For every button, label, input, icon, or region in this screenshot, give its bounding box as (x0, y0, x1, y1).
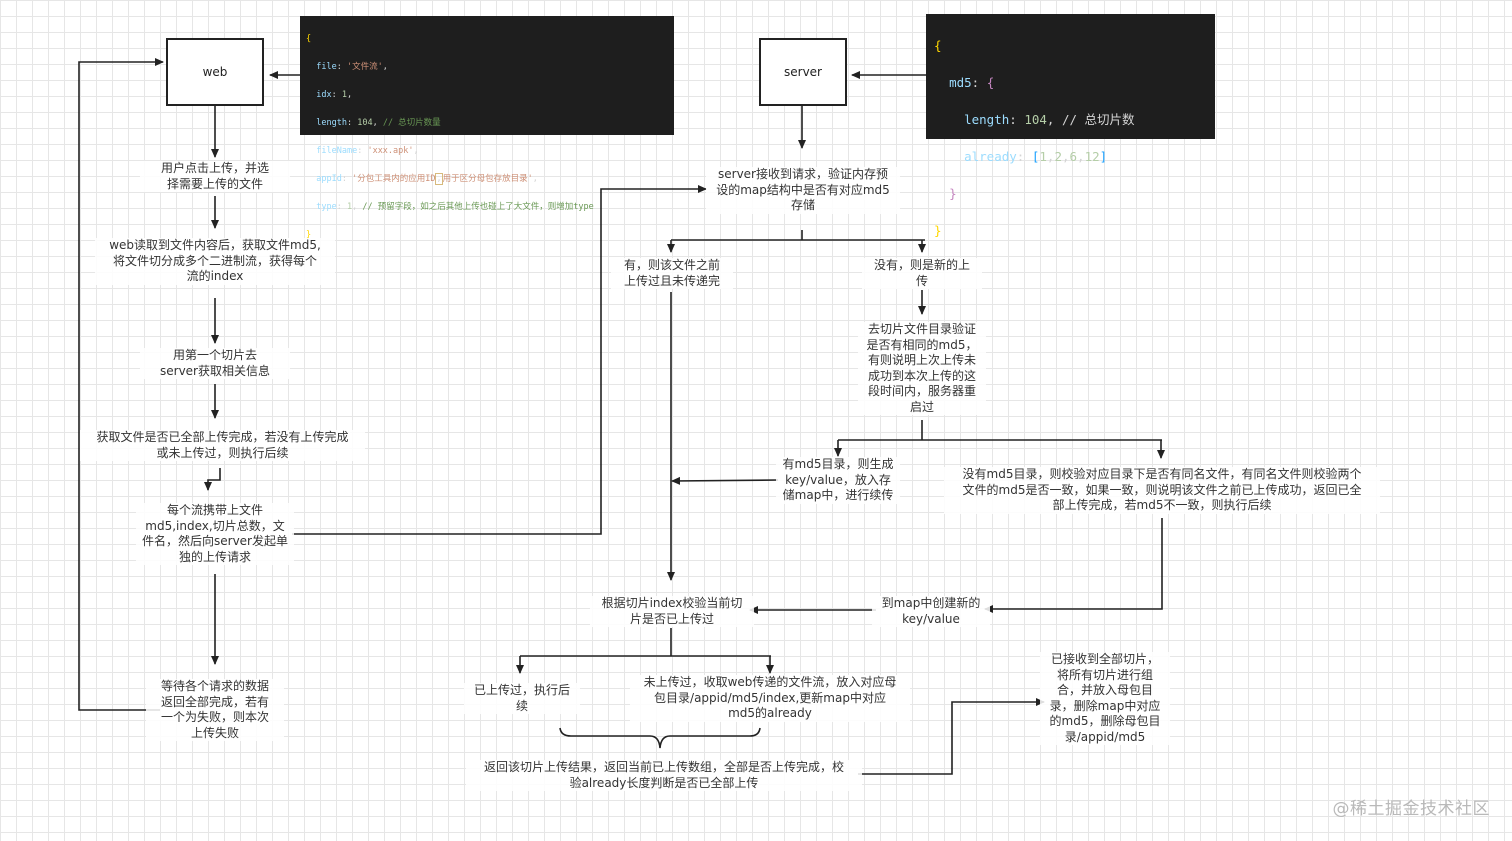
code-server-already-val: 6 (1069, 148, 1078, 164)
branch-new: 没有，则是新的上 传 (862, 258, 982, 289)
arrow-result-to-merge (858, 698, 1045, 775)
server-node-label: server (784, 65, 822, 79)
code-server-already-val: 1 (1039, 148, 1047, 164)
code-web-length-key: length (316, 118, 347, 128)
create-kv: 到map中创建新的 key/value (872, 596, 990, 627)
code-web-type-val: 1 (346, 202, 353, 212)
arrow-check-to-send (204, 468, 221, 491)
step-first-chunk: 用第一个切片去 server获取相关信息 (140, 348, 290, 379)
check-dir: 去切片文件目录验证 是否有相同的md5， 有则说明上次上传未 成功到本次上传的这… (858, 322, 986, 415)
code-server-length-key: length (964, 111, 1010, 127)
has-md5-dir: 有md5目录，则生成 key/value，放入存 储map中，进行续传 (776, 457, 900, 504)
merge: 已接收到全部切片， 将所有切片进行组 合，并放入母包目 录，删除map中对应 的… (1040, 652, 1170, 745)
no-md5-dir: 没有md5目录，则校验对应目录下是否有同名文件，有同名文件则校验两个 文件的md… (944, 467, 1380, 514)
code-server-inner-close: } (949, 185, 957, 201)
not-uploaded: 未上传过，收取web传递的文件流，放入对应母 包目录/appid/md5/ind… (630, 675, 910, 722)
code-server-already-val: 12 (1084, 148, 1100, 164)
return-result: 返回该切片上传结果，返回当前已上传数组，全部是否上传完成，校 验already长… (466, 760, 862, 791)
arrow-wait-to-web (78, 58, 164, 711)
web-request-params-code: { file: '文件流', idx: 1, length: 104, // 总… (300, 16, 674, 240)
code-web-appid-val-a: '分包工具内的应用ID (352, 174, 436, 184)
server-node: server (759, 38, 847, 106)
code-server-open-brace: { (934, 37, 942, 53)
code-web-length-comment: // 总切片数量 (382, 118, 441, 128)
arrow-no-md5-to-create (984, 518, 1163, 613)
uploaded: 已上传过，执行后 续 (464, 683, 580, 714)
server-check-map: server接收到请求，验证内存预 设的map结构中是否有对应md5 存储 (706, 167, 900, 214)
branch-exists: 有，则该文件之前 上传过且未传递完 (611, 258, 733, 289)
code-web-type-comment: // 预留字段，如之后其他上传也碰上了大文件，则增加type (362, 202, 594, 212)
step-select-file: 用户点击上传，并选 择需要上传的文件 (140, 161, 290, 192)
check-index: 根据切片index校验当前切 片是否已上传过 (590, 596, 754, 627)
code-web-file-key: file (316, 62, 337, 72)
code-web-filename-key: fileName (316, 146, 358, 156)
code-web-close-brace: } (306, 230, 312, 240)
code-web-idx-key: idx (316, 90, 332, 100)
code-server-md5-key: md5 (949, 74, 972, 90)
code-web-file-val: '文件流' (346, 62, 383, 72)
code-server-already-val: 2 (1054, 148, 1062, 164)
step-send-chunks: 每个流携带上文件 md5,index,切片总数，文 件名，然后向server发起… (136, 503, 294, 565)
watermark: @稀土掘金技术社区 (1332, 799, 1490, 819)
web-node-label: web (202, 65, 228, 79)
step-read-md5: web读取到文件内容后，获取文件md5, 将文件切分成多个二进制流，获得每个 流… (95, 238, 335, 285)
code-web-open-brace: { (306, 34, 312, 44)
code-web-type-key: type (316, 202, 337, 212)
web-node: web (166, 38, 264, 106)
code-web-filename-val: 'xxx.apk' (367, 146, 414, 156)
server-map-code: { md5: { length: 104, // 总切片数 already: [… (926, 14, 1215, 238)
arrow-send-to-server (292, 185, 707, 535)
code-web-appid-val-b: 用于区分母包存放目录' (442, 174, 533, 184)
arrow-has-md5-to-exists-line (671, 476, 779, 485)
code-web-appid-key: appId (316, 174, 342, 184)
code-web-idx-val: 1 (341, 90, 347, 100)
code-web-length-val: 104 (357, 118, 373, 128)
code-server-close-brace: } (934, 222, 942, 238)
code-server-inner-open: { (986, 74, 995, 90)
step-check-status: 获取文件是否已全部上传完成，若没有上传完成 或未上传过，则执行后续 (80, 430, 365, 461)
step-wait-results: 等待各个请求的数据 返回全部完成，若有 一个为失败，则本次 上传失败 (146, 679, 284, 741)
code-server-length-comment: // 总切片数 (1061, 111, 1135, 127)
code-server-already-key: already (964, 148, 1017, 164)
code-server-length-val: 104 (1024, 111, 1047, 127)
brace-merge (559, 727, 761, 749)
